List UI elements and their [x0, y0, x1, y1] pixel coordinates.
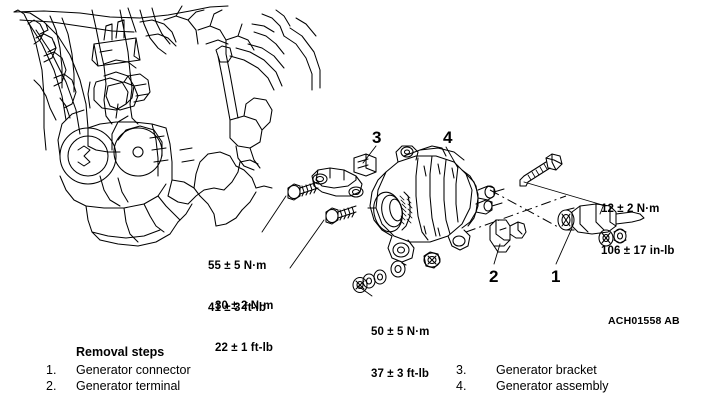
assembly-centerline	[465, 189, 567, 233]
callout-number-2: 2	[489, 267, 499, 286]
figure-part-code: ACH01558 AB	[608, 315, 680, 327]
torque-55-imperial: 41 ± 3 ft-lb	[208, 302, 266, 315]
torque-50-metric: 50 ± 5 N·m	[371, 326, 430, 339]
torque-12-imperial: 106 ± 17 in-lb	[601, 245, 675, 258]
legend-item-2-label: Generator terminal	[76, 379, 181, 393]
legend-item-4: 4. Generator assembly	[456, 379, 706, 393]
callout-number-3: 3	[372, 128, 382, 147]
torque-callout-12: 12 ± 2 N·m 106 ± 17 in-lb	[601, 174, 675, 286]
legend-item-1: 1. Generator connector	[46, 363, 306, 377]
callout-number-4: 4	[443, 128, 453, 147]
legend-item-3-number: 3.	[456, 363, 467, 377]
legend-item-4-number: 4.	[456, 379, 467, 393]
torque-55-metric: 55 ± 5 N·m	[208, 260, 267, 273]
lower-mount-hardware	[352, 251, 441, 294]
leader-lines	[261, 145, 607, 297]
terminal-bolt	[519, 153, 563, 187]
torque-30-metric: 30 ± 2 N·m	[215, 300, 274, 313]
legend-item-4-label: Generator assembly	[496, 379, 609, 393]
legend-item-3-label: Generator bracket	[496, 363, 597, 377]
callout-number-1: 1	[551, 267, 561, 286]
torque-callout-55: 55 ± 5 N·m 41 ± 3 ft-lb	[208, 231, 266, 343]
torque-30-imperial: 22 ± 1 ft-lb	[215, 342, 273, 355]
legend-heading: Removal steps	[76, 345, 165, 359]
generator-bracket	[311, 153, 377, 198]
generator-connector	[557, 203, 645, 247]
generator-assembly	[367, 145, 505, 263]
torque-50-imperial: 37 ± 3 ft-lb	[371, 368, 429, 381]
bracket-bolts	[287, 181, 357, 225]
legend-column-left: 1. Generator connector 2. Generator term…	[46, 363, 306, 393]
legend-item-3: 3. Generator bracket	[456, 363, 706, 377]
legend-item-2-number: 2.	[46, 379, 57, 393]
generator-terminal	[489, 219, 527, 253]
legend-item-2: 2. Generator terminal	[46, 379, 306, 393]
torque-callout-30: 30 ± 2 N·m 22 ± 1 ft-lb	[215, 271, 273, 383]
torque-callout-50: 50 ± 5 N·m 37 ± 3 ft-lb	[371, 297, 429, 404]
legend-item-1-number: 1.	[46, 363, 57, 377]
legend-column-right: 3. Generator bracket 4. Generator assemb…	[456, 363, 706, 393]
torque-12-metric: 12 ± 2 N·m	[601, 203, 660, 216]
engine-block-illustration	[13, 5, 321, 247]
legend-item-1-label: Generator connector	[76, 363, 191, 377]
